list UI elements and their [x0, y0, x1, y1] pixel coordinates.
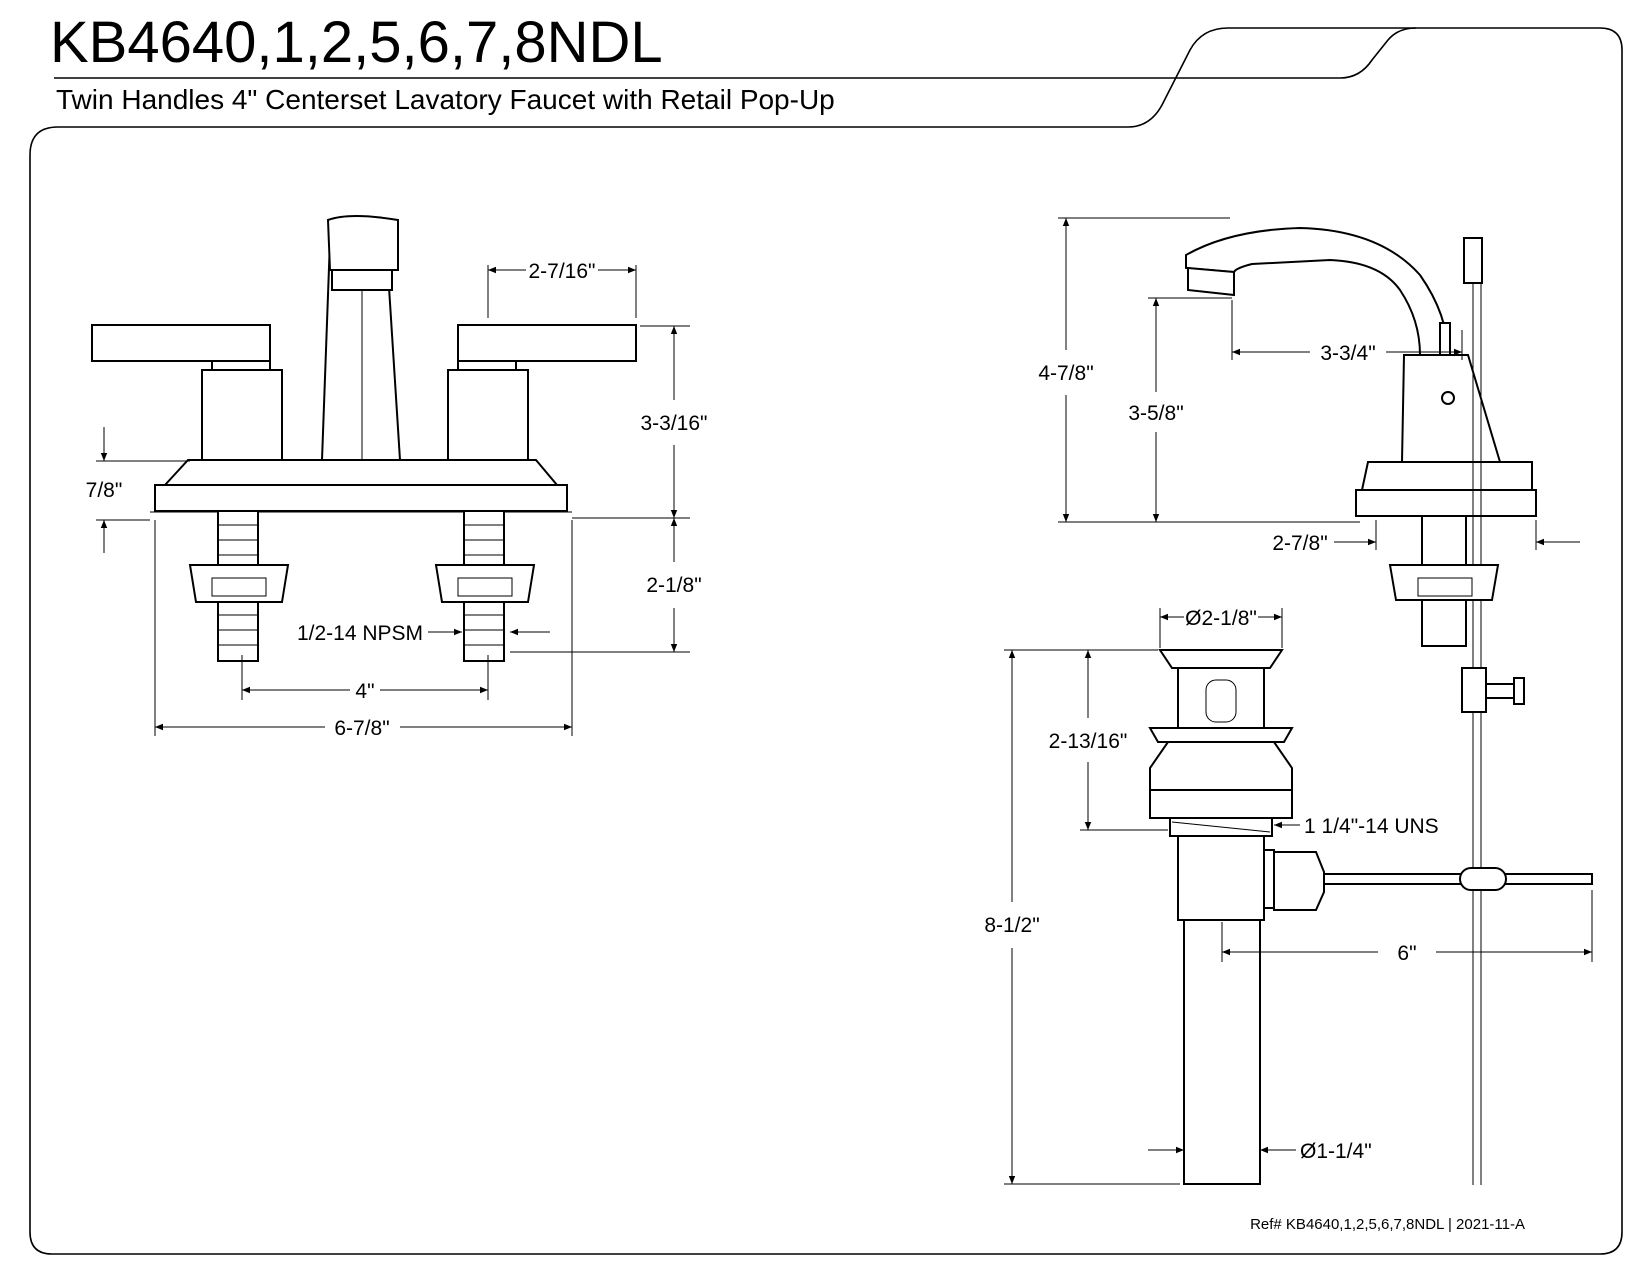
dim-spout-reach: 3-3/4": [1320, 342, 1375, 365]
side-valve-body: [1400, 354, 1502, 463]
front-base-top: [162, 459, 560, 486]
dim-spout-height: 3-5/8": [1128, 402, 1183, 425]
drain-body-top: [1149, 741, 1293, 791]
dim-base-depth: 2-7/8": [1272, 532, 1327, 555]
front-right-nut: [434, 564, 536, 603]
dim-drain-overall-length: 8-1/2": [984, 914, 1039, 937]
drain-pivot-washer: [1263, 849, 1275, 909]
side-view: 4-7/8" 3-5/8" 3-3/4" 2-7/8": [1038, 217, 1580, 1185]
model-title: KB4640,1,2,5,6,7,8NDL: [50, 10, 663, 75]
dim-drain-body-height: 2-13/16": [1049, 730, 1128, 753]
side-nut: [1388, 564, 1500, 601]
title-rule: [54, 27, 1417, 79]
drain-body-bottom: [1149, 789, 1293, 819]
front-left-lever: [91, 324, 271, 362]
side-base-top: [1360, 461, 1533, 491]
dim-drain-thread: 1 1/4"-14 UNS: [1304, 815, 1439, 838]
front-deck-plate: [154, 484, 568, 512]
front-left-valve: [201, 369, 283, 461]
side-deck-plate: [1355, 489, 1537, 517]
sheet-border: [29, 27, 1623, 1255]
dim-shank-length: 2-1/8": [646, 574, 701, 597]
dim-height-above-deck: 3-3/16": [641, 412, 708, 435]
drain-cap: [1158, 649, 1284, 669]
front-spout-head: [326, 215, 399, 271]
front-view: 2-7/16" 3-3/16" 7/8" 2-1/8" 1/2-14 NPSM …: [86, 215, 708, 740]
side-aerator: [1187, 266, 1235, 297]
front-aerator: [331, 269, 393, 291]
dim-overall-width: 6-7/8": [334, 717, 389, 740]
drain-view: Ø2-1/8" 2-13/16" 1 1/4"-14 UNS 8-1/2" 6"…: [984, 607, 1593, 1185]
product-description: Twin Handles 4" Centerset Lavatory Fauce…: [56, 84, 835, 115]
drain-rod-clip: [1459, 867, 1507, 891]
side-lift-knob: [1463, 237, 1483, 284]
drain-tee: [1177, 835, 1265, 921]
front-left-nut: [188, 564, 290, 603]
reference-number: Ref# KB4640,1,2,5,6,7,8NDL | 2021-11-A: [1250, 1216, 1525, 1233]
drain-tailpiece: [1183, 919, 1261, 1185]
drain-flange: [1148, 727, 1294, 743]
drain-pivot-rod: [1323, 873, 1593, 885]
front-right-valve: [447, 369, 529, 461]
front-right-lever: [457, 324, 637, 362]
dim-pivot-rod-length: 6": [1397, 942, 1416, 965]
dim-thread-npsm: 1/2-14 NPSM: [297, 622, 423, 645]
dim-flange-diameter: Ø2-1/8": [1185, 607, 1257, 630]
drain-pivot-nut: [1273, 851, 1325, 911]
drain-stopper: [1177, 667, 1265, 729]
side-lift-rod-base: [1439, 322, 1451, 356]
dim-base-height: 7/8": [86, 479, 123, 502]
dim-overall-height: 4-7/8": [1038, 362, 1093, 385]
dim-center-spacing: 4": [355, 680, 374, 703]
side-rod-clamp: [1461, 667, 1487, 713]
dim-tailpiece-diameter: Ø1-1/4": [1300, 1140, 1372, 1163]
dim-handle-spacing: 2-7/16": [529, 260, 596, 283]
